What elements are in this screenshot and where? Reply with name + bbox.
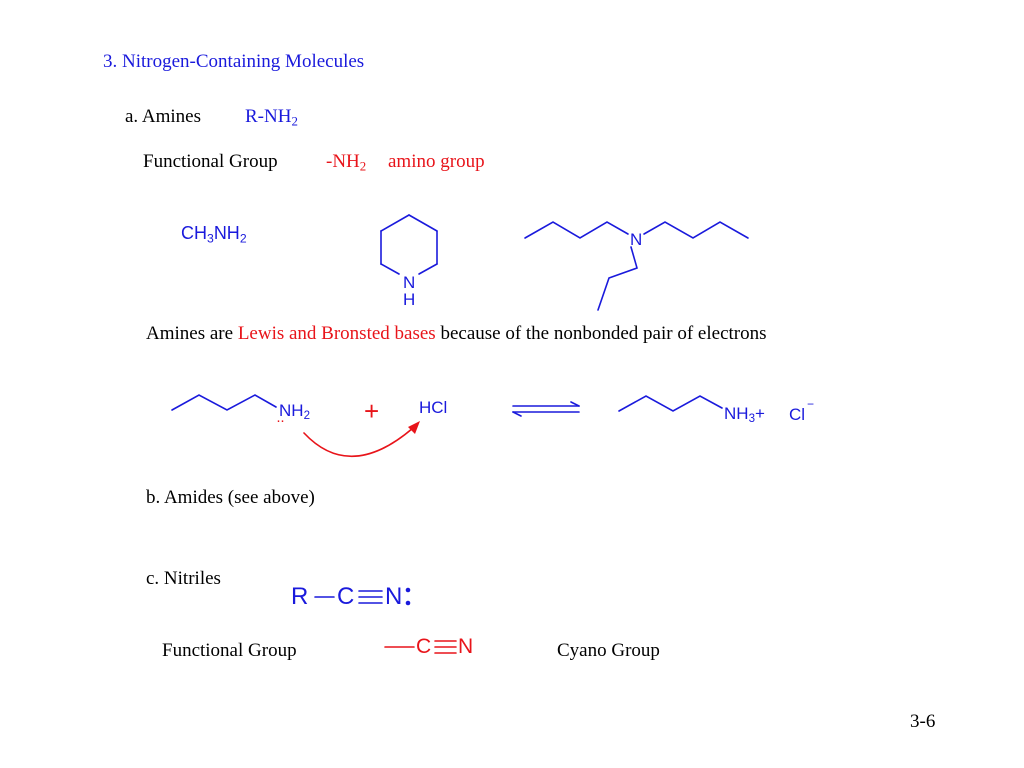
cyano-n: N — [458, 635, 474, 658]
curved-electron-arrow — [303, 427, 414, 458]
nitrile-r: R — [291, 583, 309, 610]
nitriles-heading: c. Nitriles — [146, 568, 221, 589]
page-number: 3-6 — [910, 711, 936, 732]
amino-group-name: amino group — [388, 151, 485, 172]
butylammonium-bonds — [618, 395, 723, 412]
hcl-label: HCl — [419, 398, 448, 417]
amino-group-formula: -NH2 — [326, 151, 367, 174]
amines-base-sentence: Amines are Lewis and Bronsted bases beca… — [146, 323, 767, 344]
nitrile-c: C — [337, 583, 355, 610]
amines-general-formula: R-NH2 — [245, 106, 298, 129]
chloride-ion: Cl — [789, 405, 806, 424]
piperidine-bonds — [380, 214, 438, 275]
equilibrium-arrows — [512, 401, 580, 417]
cyano-bonds — [384, 640, 457, 654]
nitrile-lone-pair-dot-bottom — [405, 600, 411, 606]
ammonium-product: NH3+ — [724, 404, 765, 426]
tributylamine-nitrogen: N — [630, 230, 643, 249]
amides-heading: b. Amides (see above) — [146, 487, 315, 508]
amines-functional-group-label: Functional Group — [143, 151, 278, 172]
cyano-c: C — [416, 635, 432, 658]
curved-arrow-head — [408, 421, 420, 434]
nitriles-functional-group-label: Functional Group — [162, 640, 297, 661]
methylamine-formula: CH3NH2 — [181, 223, 247, 246]
piperidine-hydrogen: H — [403, 290, 416, 309]
nitrile-n: N — [385, 583, 403, 610]
reaction-plus: + — [364, 396, 380, 426]
tributylamine-bonds — [524, 221, 749, 311]
amine-lone-pair: ·· — [276, 412, 285, 429]
butylamine-bonds — [171, 394, 277, 411]
piperidine-nitrogen: N — [403, 273, 416, 292]
nitrile-lone-pair-dot-top — [405, 587, 411, 593]
cyano-group-name: Cyano Group — [557, 640, 660, 661]
nitrile-bonds — [314, 590, 383, 604]
butylamine-nh2: NH2 — [279, 401, 310, 423]
amines-heading: a. Amines — [125, 106, 201, 127]
chloride-charge: − — [807, 397, 815, 411]
slide-title: 3. Nitrogen-Containing Molecules — [103, 51, 365, 72]
